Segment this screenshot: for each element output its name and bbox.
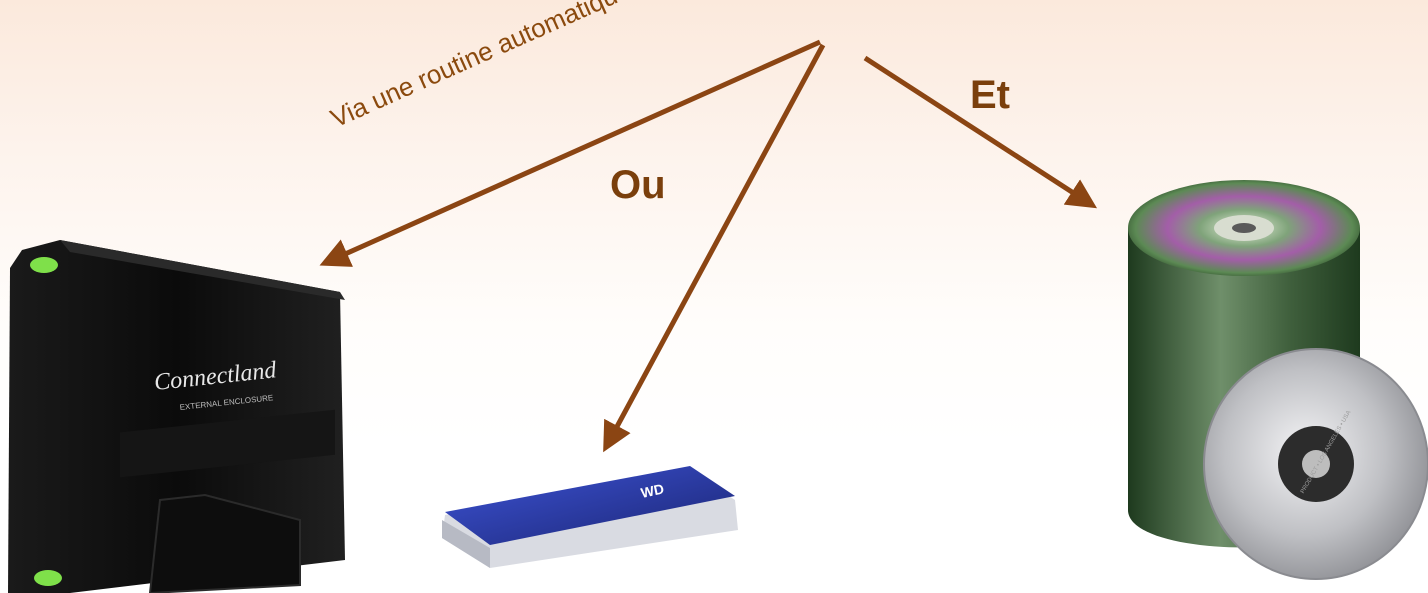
external-enclosure-image: Connectland EXTERNAL ENCLOSURE bbox=[8, 240, 345, 593]
or-label: Ou bbox=[610, 163, 666, 207]
arrow-to-portable-drive bbox=[603, 43, 826, 453]
portable-drive-image: WD bbox=[442, 466, 738, 568]
disc-image: PRODUCT • LOS ANGELES • USA bbox=[1203, 348, 1428, 580]
wd-logo: WD bbox=[639, 480, 665, 501]
and-label: Et bbox=[970, 73, 1010, 117]
led-icon bbox=[34, 570, 62, 586]
arrow-to-enclosure bbox=[319, 39, 822, 267]
arrow-to-disc-stack bbox=[863, 55, 1098, 209]
led-icon bbox=[30, 257, 58, 273]
